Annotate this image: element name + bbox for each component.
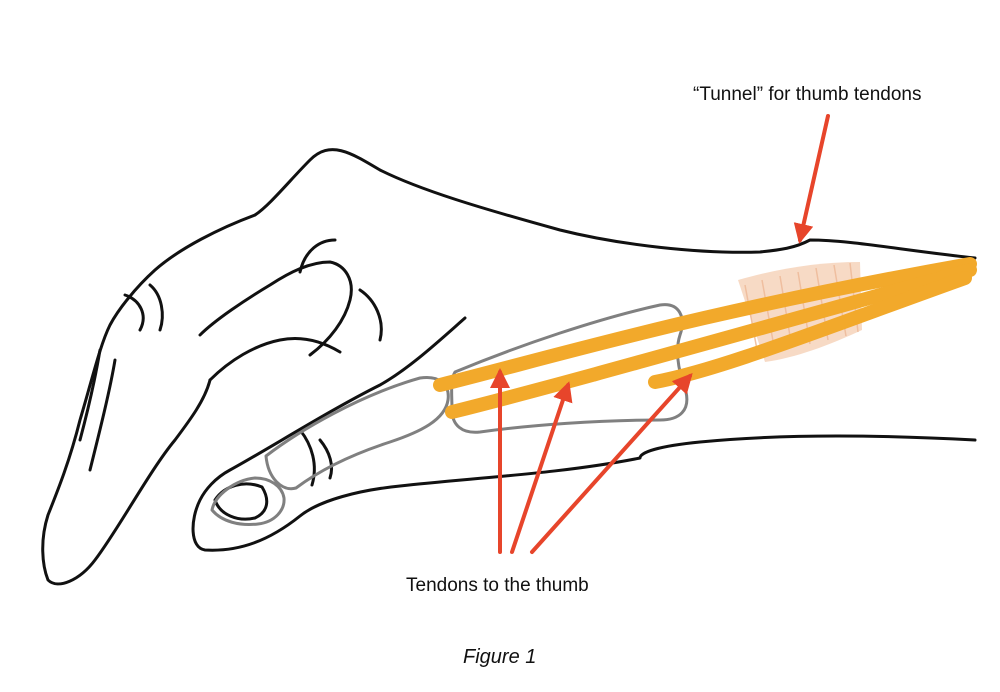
thumb-bones [210,303,689,526]
knuckle-crease-1 [148,283,164,332]
tendon-middle [445,263,977,419]
tendon-arrow-3 [530,373,693,554]
back-of-hand-contour [191,316,977,552]
thumb-crease [298,428,316,487]
metacarpal [450,303,689,434]
hand-crease-2 [358,288,383,342]
thumb-crease-2 [318,438,334,480]
middle-finger-outline [198,260,353,357]
finger-crease-2 [88,358,117,472]
tunnel-arrow [793,114,830,244]
tendon-arrow-2 [510,381,573,554]
finger-crease-1 [78,348,102,442]
tunnel-label: “Tunnel” for thumb tendons [693,84,922,105]
figure-caption: Figure 1 [463,646,537,668]
index-finger-outline [41,213,257,586]
pointer-arrows [490,114,830,554]
thumb-tendons [433,257,977,419]
thumb-nail [213,482,269,521]
wrist-top-contour [253,148,977,260]
knuckle-crease-2 [123,293,145,332]
proximal-phalanx [264,375,450,491]
hand-crease-1 [298,238,337,274]
tendons-label: Tendons to the thumb [406,575,589,596]
knuckle-fold [208,337,342,382]
distal-phalanx [210,476,286,526]
